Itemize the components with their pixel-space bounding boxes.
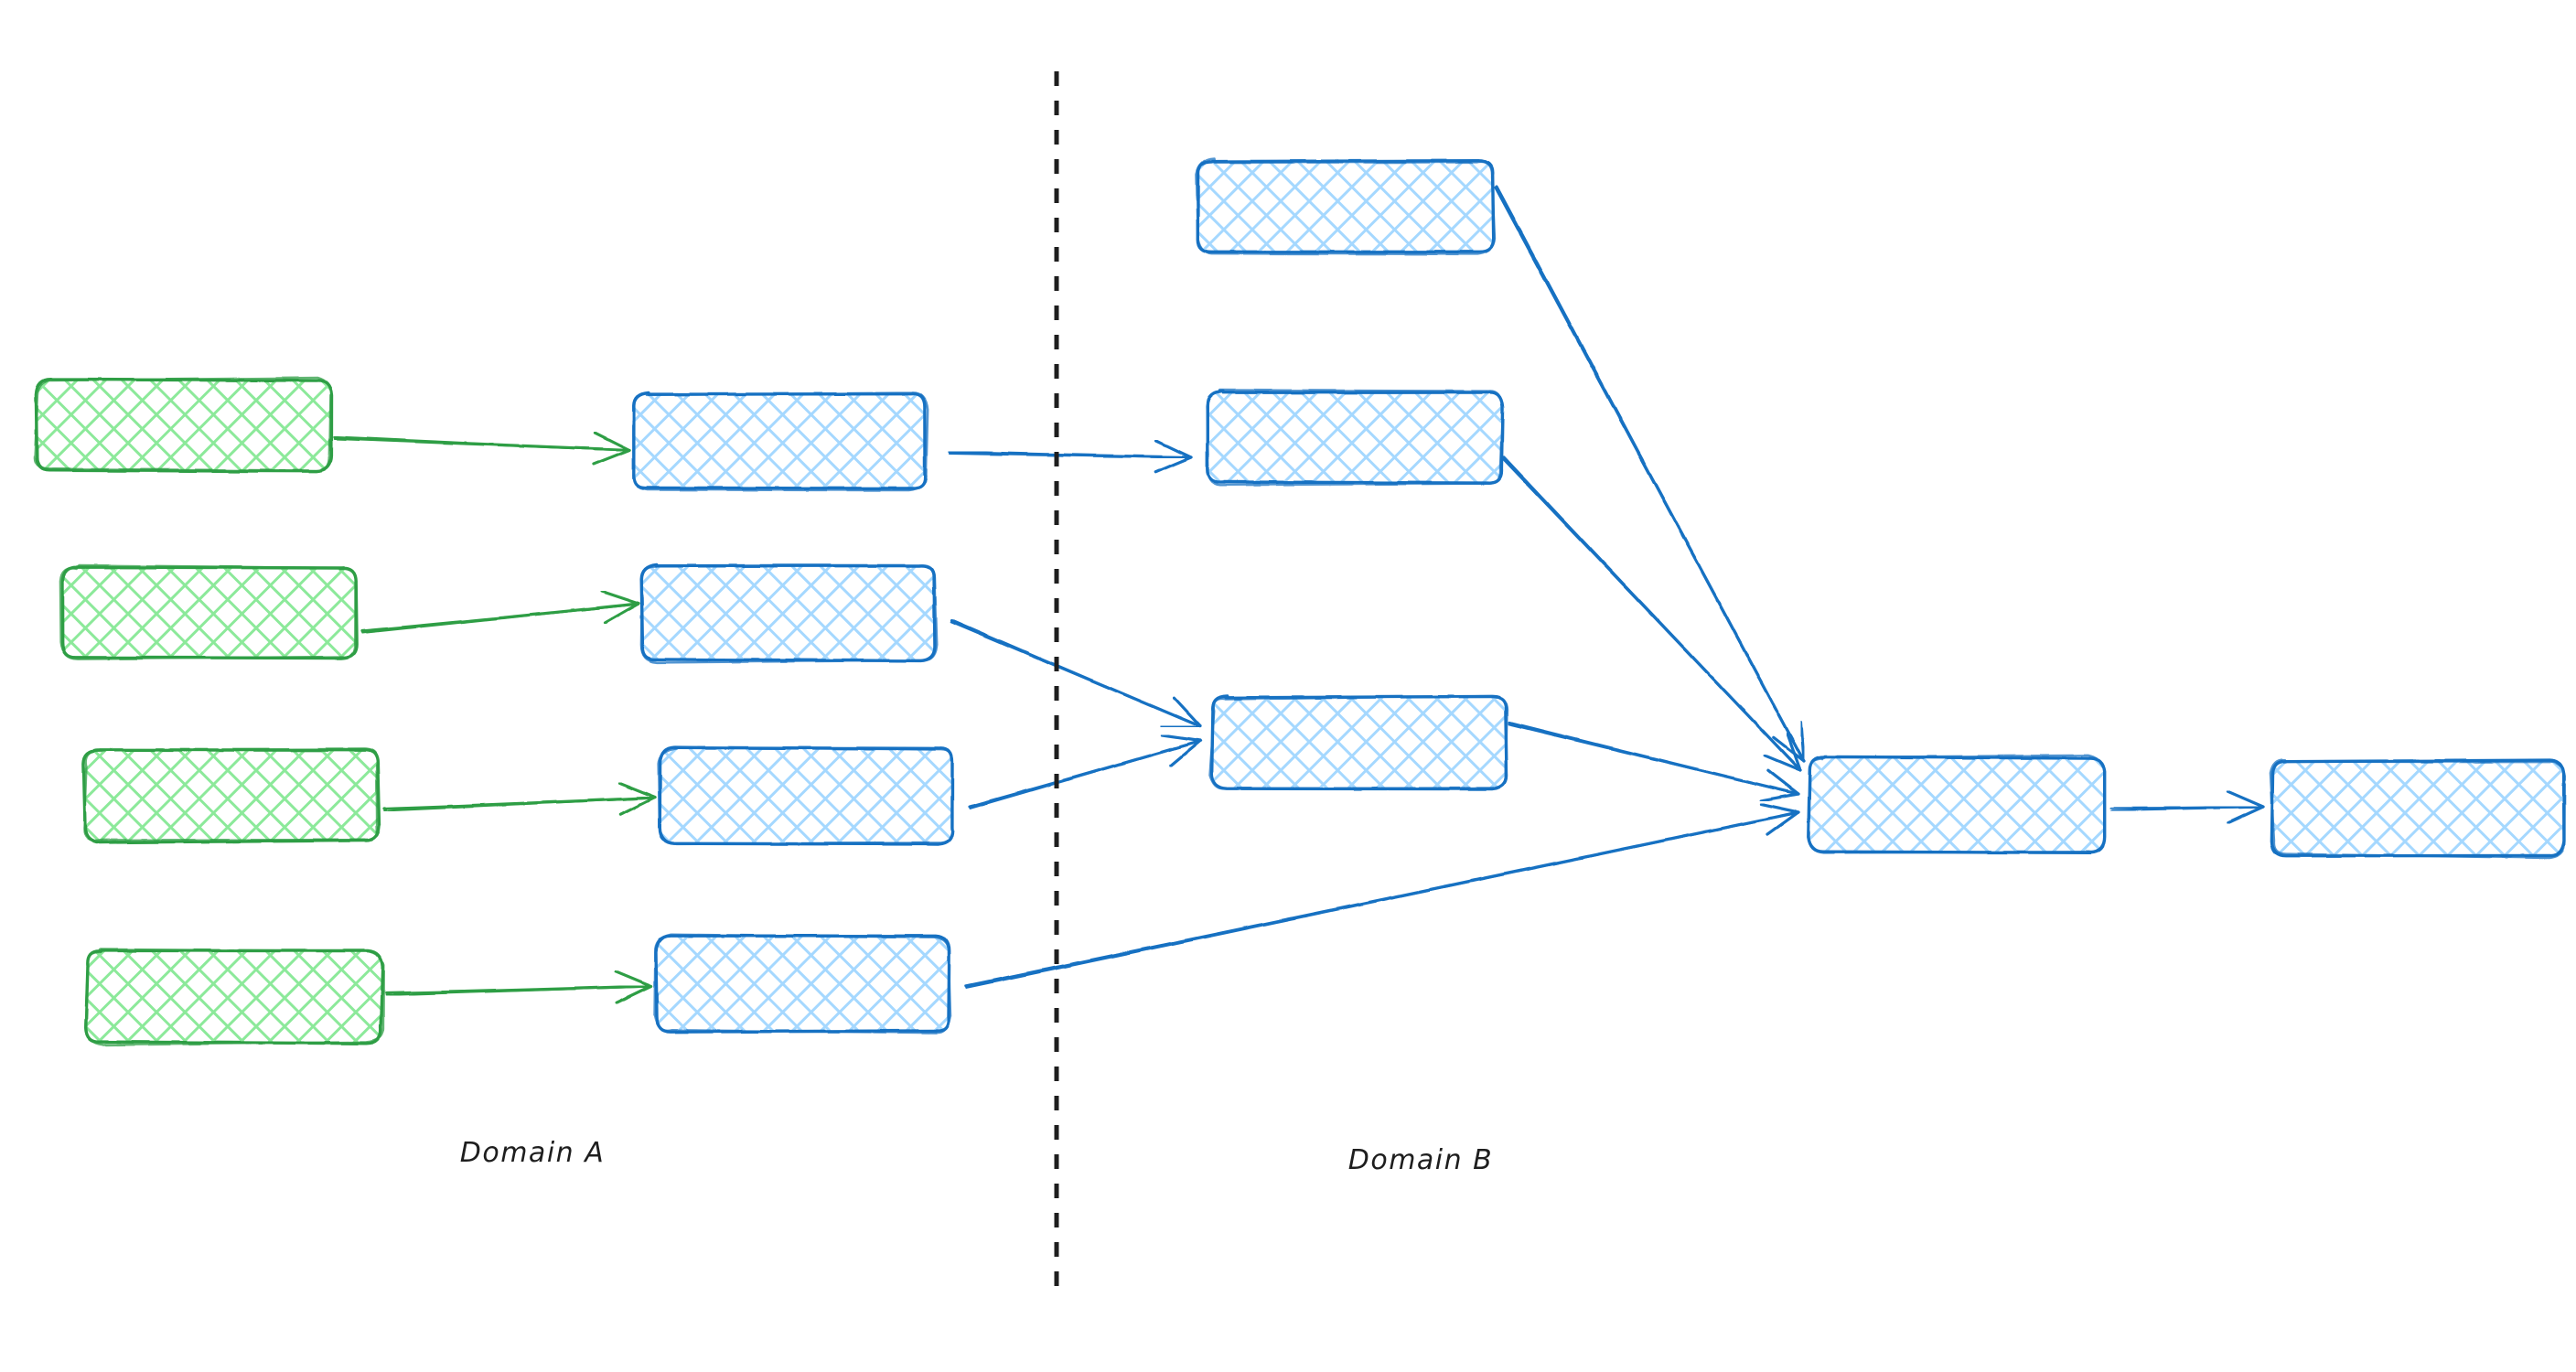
node-a-src-4[interactable] xyxy=(84,948,385,1046)
node-outline-a-src-1 xyxy=(33,376,332,472)
node-a-src-1[interactable] xyxy=(33,376,334,473)
edge-a-src-1-to-a-proc-1[interactable] xyxy=(333,431,631,466)
node-b-node-1[interactable] xyxy=(1195,157,1497,256)
arrowhead-barb xyxy=(1786,732,1802,772)
edge-shaft xyxy=(969,740,1202,809)
node-outline-a-proc-3 xyxy=(657,745,954,846)
edge-shaft xyxy=(361,603,640,634)
node-outline-a-proc-1 xyxy=(632,391,929,492)
node-a-proc-2[interactable] xyxy=(639,563,939,664)
arrowhead-barb xyxy=(1766,768,1800,796)
label-domain-a: Domain A xyxy=(460,1137,605,1169)
node-a-src-2[interactable] xyxy=(59,563,359,660)
edge-shaft xyxy=(1494,186,1805,763)
edge-b-node-2-to-b-hub[interactable] xyxy=(1501,456,1802,772)
arrowhead-barb xyxy=(2226,789,2265,809)
arrowhead-barb xyxy=(1766,810,1800,837)
node-b-node-2[interactable] xyxy=(1205,389,1505,487)
edge-shaft xyxy=(383,797,657,811)
edge-a-proc-4-to-b-hub[interactable] xyxy=(964,802,1800,989)
node-outline-b-node-2 xyxy=(1205,389,1504,487)
edge-shaft xyxy=(1501,457,1801,772)
nodes-layer xyxy=(33,157,2566,1046)
arrowhead-barb xyxy=(600,590,640,606)
arrowhead-barb xyxy=(592,448,631,466)
edge-b-node-3-to-b-hub[interactable] xyxy=(1508,721,1800,803)
arrowhead-barb xyxy=(593,431,631,452)
node-outline-b-node-3 xyxy=(1208,694,1508,790)
edge-shaft xyxy=(948,452,1192,459)
node-fill-b-node-1 xyxy=(1197,160,1494,253)
arrowhead-barb xyxy=(618,796,657,817)
edge-shaft xyxy=(333,437,630,452)
edge-a-proc-1-to-b-node-2[interactable] xyxy=(948,439,1193,474)
edges-layer xyxy=(333,185,2265,1004)
arrowhead-barb xyxy=(1154,439,1193,459)
edge-a-src-4-to-a-proc-4[interactable] xyxy=(384,970,653,1004)
node-outline-a-src-4 xyxy=(84,948,385,1046)
arrowhead-barb xyxy=(614,970,653,988)
arrowhead-barb xyxy=(617,781,657,799)
edge-a-src-3-to-a-proc-3[interactable] xyxy=(382,781,657,817)
arrowhead-barb xyxy=(1160,724,1202,729)
node-outline-b-hub xyxy=(1808,754,2106,854)
arrowhead-barb xyxy=(2227,805,2265,825)
node-fill-b-node-3 xyxy=(1211,696,1508,789)
edge-b-hub-to-b-sink[interactable] xyxy=(2109,789,2265,825)
edge-a-src-2-to-a-proc-2[interactable] xyxy=(360,590,640,634)
arrowhead-barb xyxy=(1763,754,1802,772)
node-fill-a-proc-2 xyxy=(641,565,936,661)
node-fill-a-proc-3 xyxy=(660,747,953,844)
node-b-hub[interactable] xyxy=(1807,754,2107,854)
arrowhead-barb xyxy=(1169,739,1202,767)
node-fill-a-src-2 xyxy=(61,567,357,659)
labels-layer: Domain A Domain B xyxy=(460,1137,1494,1176)
label-domain-b: Domain B xyxy=(1348,1144,1494,1176)
node-fill-b-hub xyxy=(1809,756,2105,853)
edge-shaft xyxy=(385,985,653,996)
node-a-proc-1[interactable] xyxy=(632,391,929,492)
node-fill-a-proc-4 xyxy=(656,936,950,1033)
node-outline-b-node-1 xyxy=(1195,157,1497,256)
edge-a-proc-2-to-b-node-3[interactable] xyxy=(950,618,1202,729)
node-fill-b-sink xyxy=(2271,760,2564,857)
node-outline-a-src-2 xyxy=(59,563,357,660)
node-fill-a-src-3 xyxy=(83,750,380,842)
arrowhead-barb xyxy=(1759,802,1800,814)
edge-shaft xyxy=(2110,806,2265,811)
edge-shaft xyxy=(950,620,1201,728)
arrowhead-barb xyxy=(1154,456,1193,474)
arrowhead-barb xyxy=(1772,735,1806,763)
node-fill-a-proc-1 xyxy=(632,392,927,489)
arrowhead-barb xyxy=(1172,696,1202,728)
edge-b-node-1-to-b-hub[interactable] xyxy=(1494,185,1806,763)
node-b-node-3[interactable] xyxy=(1208,694,1508,791)
node-a-proc-3[interactable] xyxy=(657,745,954,846)
arrowhead-barb xyxy=(1160,734,1202,743)
node-a-proc-4[interactable] xyxy=(653,933,952,1034)
node-outline-a-proc-4 xyxy=(653,933,952,1034)
arrowhead-barb xyxy=(615,984,653,1004)
node-fill-a-src-4 xyxy=(86,950,381,1043)
arrowhead-barb xyxy=(603,602,640,625)
edge-shaft xyxy=(1508,723,1799,796)
node-fill-a-src-1 xyxy=(36,380,332,471)
node-fill-b-node-2 xyxy=(1207,391,1503,484)
edge-a-proc-3-to-b-node-3[interactable] xyxy=(968,734,1202,809)
node-b-sink[interactable] xyxy=(2269,758,2566,860)
arrowhead-barb xyxy=(1759,792,1800,803)
edge-shaft xyxy=(965,811,1800,989)
node-outline-a-proc-2 xyxy=(639,563,939,664)
arrowhead-barb xyxy=(1799,721,1806,763)
node-outline-b-sink xyxy=(2269,758,2566,860)
node-outline-a-src-3 xyxy=(82,747,379,842)
node-a-src-3[interactable] xyxy=(81,747,381,844)
